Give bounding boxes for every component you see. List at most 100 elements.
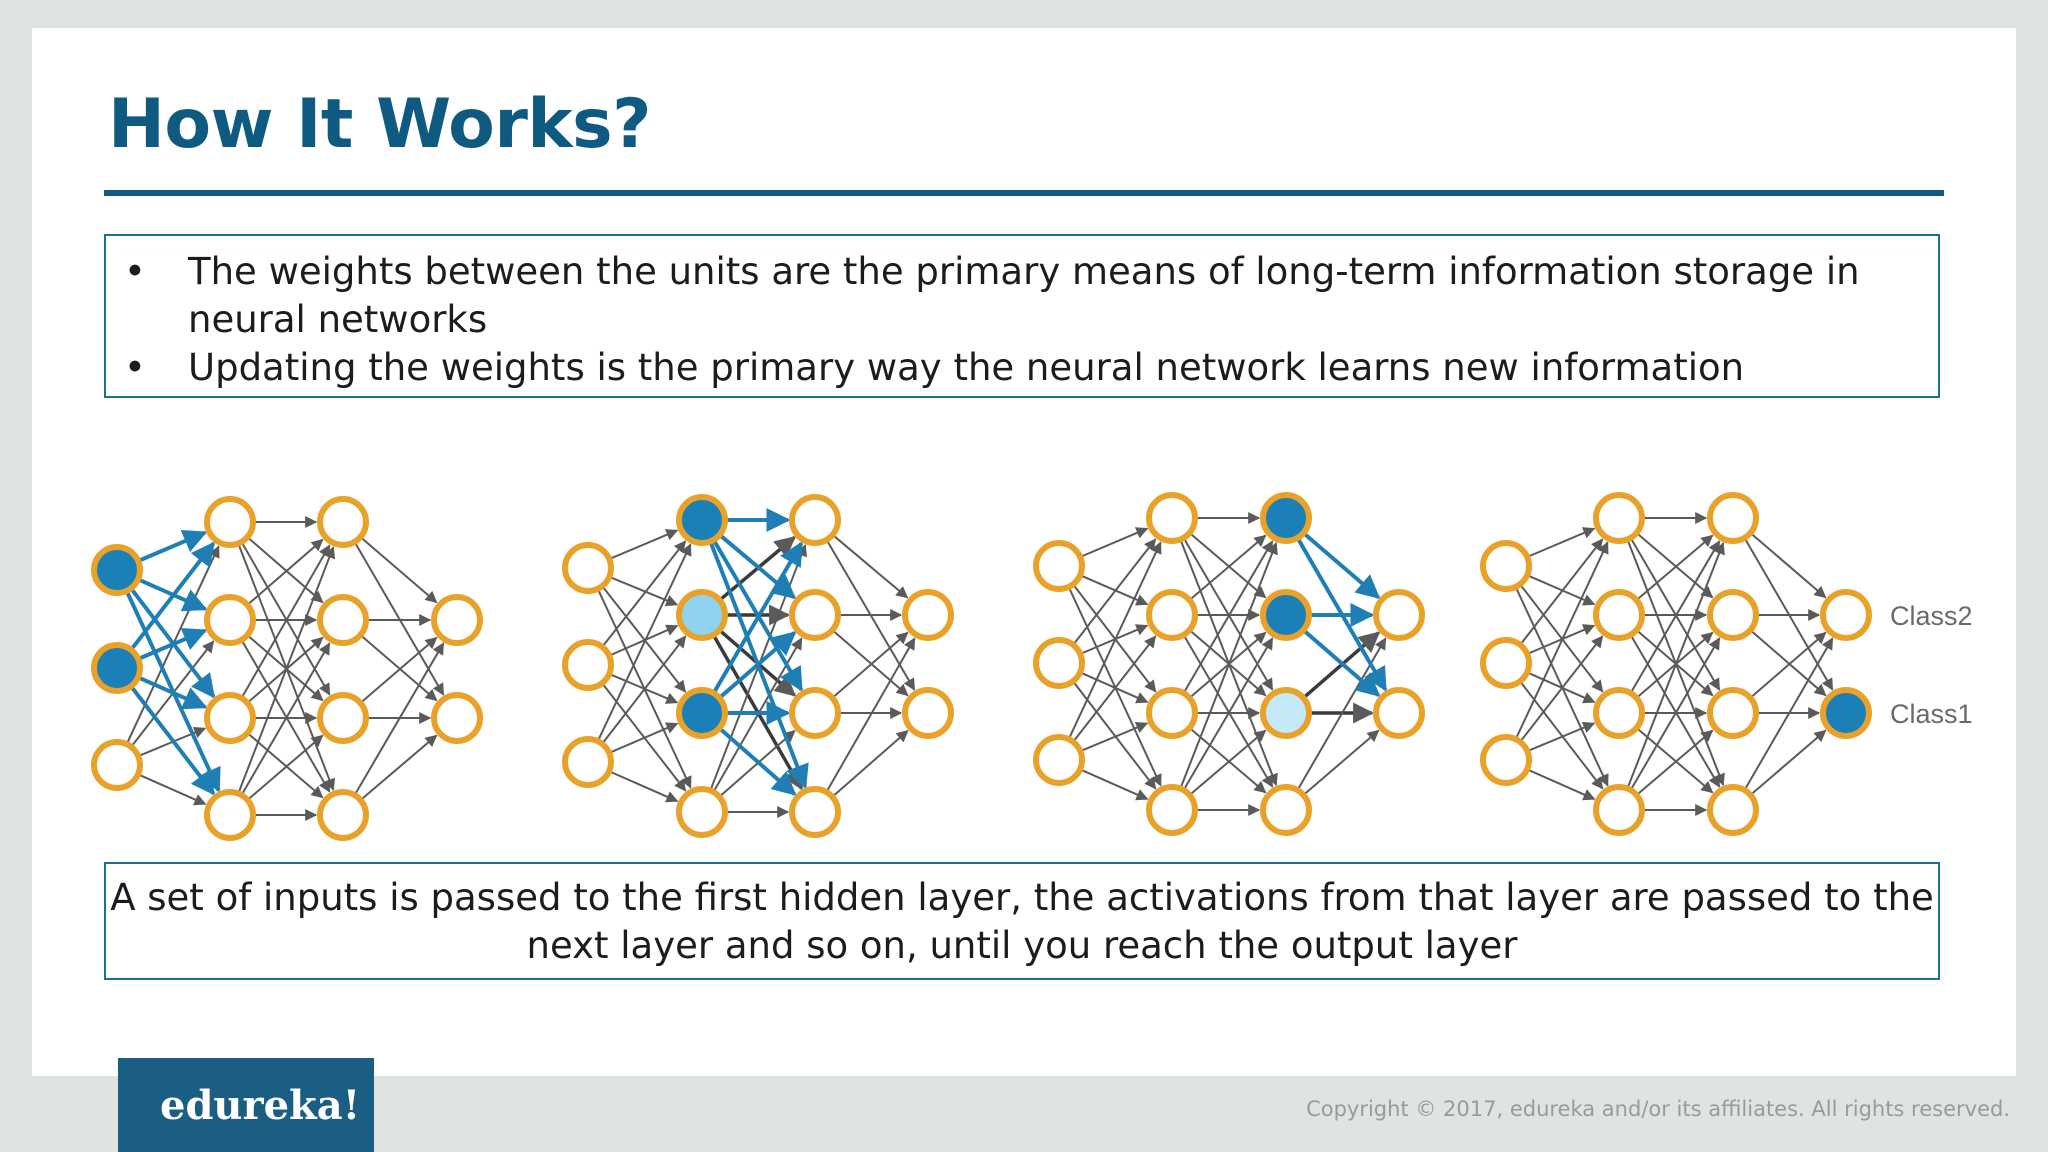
connection-edge — [1067, 541, 1162, 740]
connection-edge — [237, 543, 335, 791]
neuron-node — [902, 687, 954, 739]
connection-edge — [1188, 729, 1267, 796]
connection-edge — [608, 529, 679, 560]
neuron-node — [204, 692, 256, 744]
connection-edge — [246, 734, 324, 801]
connection-edge — [1188, 727, 1267, 794]
neuron-node — [1707, 784, 1759, 836]
connection-edge — [237, 546, 335, 794]
connection-edge — [359, 634, 438, 702]
connection-edge — [246, 536, 324, 604]
neuron-node — [1480, 734, 1532, 786]
connection-edge — [246, 634, 324, 702]
connection-edge — [1635, 629, 1714, 697]
connection-edge — [1635, 534, 1714, 601]
neuron-node — [1033, 734, 1085, 786]
active-neuron-node — [676, 494, 728, 546]
connection-edge — [1749, 629, 1827, 697]
active-neuron-node — [676, 687, 728, 739]
bullet-item: • The weights between the units are the … — [124, 248, 1924, 344]
connection-edge — [240, 544, 331, 699]
connection-edge — [1188, 532, 1267, 599]
page-title: How It Works? — [108, 85, 652, 164]
connection-edge — [608, 722, 679, 754]
connection-edge — [1749, 729, 1827, 796]
neuron-node — [1373, 589, 1425, 641]
connection-edge — [608, 673, 679, 704]
connection-edge — [1635, 532, 1714, 599]
output-label-class2: Class2 — [1890, 601, 1973, 631]
connection-edge — [1188, 534, 1267, 601]
bullet-text: The weights between the units are the pr… — [188, 250, 1860, 341]
neuron-node — [1593, 784, 1645, 836]
connection-edge — [359, 636, 438, 704]
neuron-node — [1146, 687, 1198, 739]
connection-edge — [1079, 527, 1149, 558]
neuron-node — [317, 692, 369, 744]
connection-edge — [1526, 527, 1596, 558]
neuron-node — [676, 786, 728, 838]
active-connection-edge — [137, 529, 208, 563]
connection-edge — [601, 635, 687, 745]
connection-edge — [596, 543, 692, 742]
title-underline — [104, 190, 1944, 196]
connection-edge — [246, 732, 324, 799]
connection-edge — [1514, 586, 1609, 787]
connection-edge — [1526, 624, 1596, 655]
neuron-node — [91, 739, 143, 791]
active-connection-edge — [1302, 628, 1381, 697]
bullet-marker: • — [124, 250, 146, 293]
connection-edge — [831, 534, 909, 599]
neuron-node — [562, 542, 614, 594]
connection-edge — [137, 773, 207, 806]
connection-edge — [1072, 583, 1157, 693]
active-connection-edge — [137, 627, 208, 661]
connection-edge — [359, 734, 438, 801]
neuron-node — [204, 594, 256, 646]
active-connection-edge — [718, 631, 797, 700]
connection-edge — [1079, 574, 1149, 606]
neuron-node — [1146, 492, 1198, 544]
neuron-node — [204, 496, 256, 548]
connection-edge — [1188, 629, 1267, 697]
brand-logo: edureka! — [118, 1058, 374, 1152]
bullet-item: • Updating the weights is the primary wa… — [124, 344, 1924, 392]
brand-text: edureka! — [160, 1082, 361, 1129]
neuron-node — [902, 589, 954, 641]
active-neuron-node — [1820, 687, 1872, 739]
connection-edge — [1635, 727, 1714, 794]
neuron-node — [1146, 784, 1198, 836]
connection-edge — [1749, 631, 1827, 699]
connection-edge — [831, 629, 909, 697]
connection-edge — [1079, 671, 1149, 704]
neuron-node — [1373, 687, 1425, 739]
active-connection-edge — [718, 533, 797, 600]
connection-edge — [1514, 541, 1609, 740]
connection-edge — [1629, 634, 1721, 788]
neuron-node — [1707, 492, 1759, 544]
connection-edge — [240, 642, 331, 796]
active-neuron-node — [91, 544, 143, 596]
neuron-node — [1480, 637, 1532, 689]
connection-edge — [1526, 721, 1596, 753]
connection-edge — [1519, 635, 1604, 743]
neuron-node — [317, 496, 369, 548]
neuron-node — [1593, 589, 1645, 641]
connection-edge — [246, 538, 324, 606]
neuron-node — [562, 736, 614, 788]
connection-edge — [1519, 538, 1604, 646]
neuron-node — [431, 594, 483, 646]
connection-edge — [608, 575, 679, 607]
active-neuron-node — [1260, 589, 1312, 641]
connection-edge — [1743, 637, 1834, 791]
connection-edge — [240, 639, 331, 793]
connection-edge — [1079, 624, 1149, 655]
connection-edge — [608, 624, 679, 657]
connection-edge — [1072, 538, 1157, 646]
connection-edge — [1182, 540, 1274, 694]
active-neuron-node — [1260, 687, 1312, 739]
connection-edge — [601, 540, 687, 648]
neuron-node — [1480, 540, 1532, 592]
active-connection-edge — [129, 541, 216, 652]
